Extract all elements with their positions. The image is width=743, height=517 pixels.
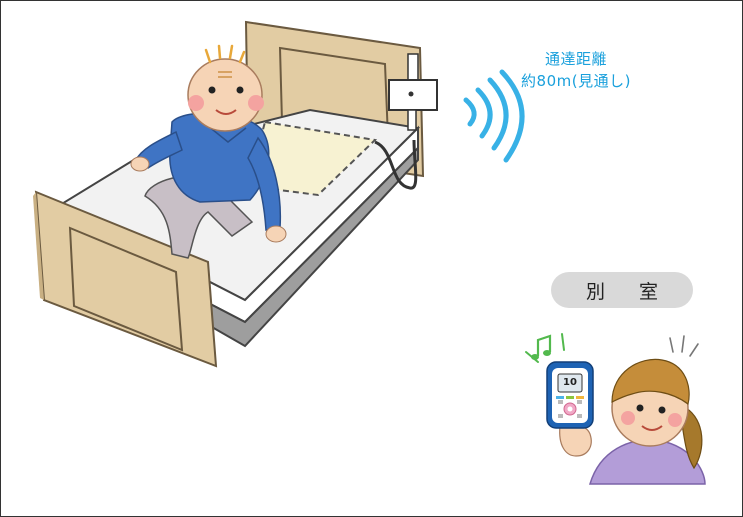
- other-room-badge: 別 室: [551, 272, 693, 308]
- range-distance: 約80m(見通し): [521, 72, 631, 90]
- pager-display-value: 10: [563, 377, 577, 388]
- range-title: 通達距離: [544, 50, 607, 68]
- patient-figure: [130, 44, 287, 259]
- music-note-icon: [531, 334, 552, 360]
- sensor-cable: [374, 139, 418, 190]
- alert-lines-icon: [525, 333, 565, 363]
- caregiver-figure: [559, 335, 706, 485]
- transmission-range-label: 通達距離 約80m(見通し): [510, 48, 642, 92]
- pager-device: [546, 361, 594, 429]
- signal-waves-icon: [463, 69, 525, 163]
- footboard: [33, 190, 218, 368]
- transmitter-device: [388, 53, 438, 131]
